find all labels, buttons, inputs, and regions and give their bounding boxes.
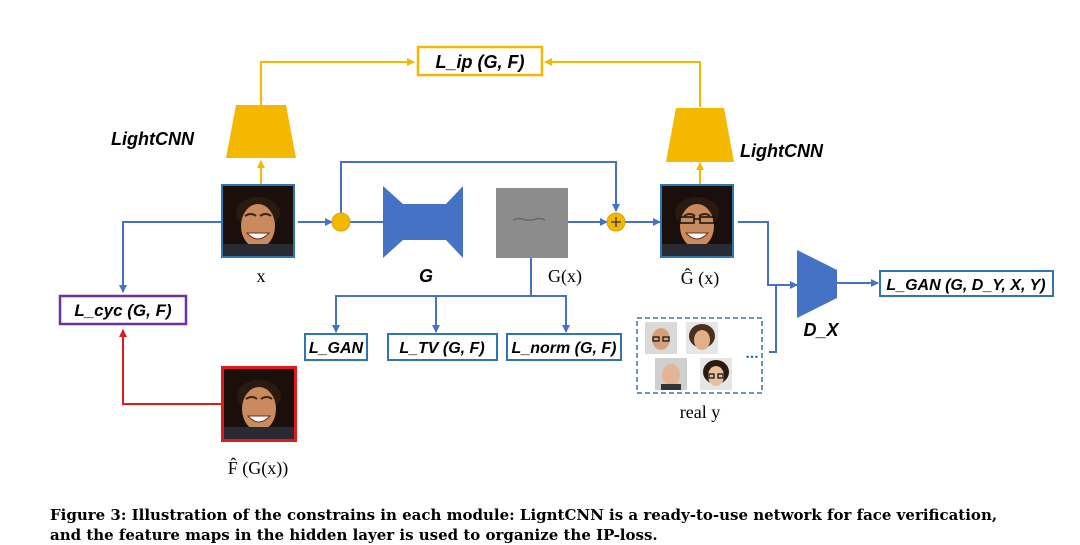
cycle-loss-box: L_cyc (G, F) — [58, 294, 188, 326]
norm-loss-box: L_norm (G, F) — [506, 333, 622, 361]
input-face-image — [221, 184, 295, 258]
ip-loss-label: L_ip (G, F) — [436, 52, 525, 72]
real-face-1 — [645, 322, 677, 354]
output-face-image — [660, 184, 734, 258]
generator-shape — [383, 186, 463, 258]
gan-loss-main-label: L_GAN (G, D_Y, X, Y) — [886, 277, 1045, 294]
lightcnn-left-label: LightCNN — [111, 129, 195, 149]
caption-line-2: and the feature maps in the hidden layer… — [50, 526, 658, 544]
lightcnn-right-shape — [666, 108, 734, 162]
real-face-2 — [686, 322, 718, 354]
real-face-4 — [700, 358, 732, 390]
cycle-connector — [119, 329, 222, 405]
discriminator-label: D_X — [803, 320, 839, 340]
merge-node-circle — [331, 212, 351, 232]
tv-loss-box: L_TV (G, F) — [387, 333, 498, 361]
ghat-label: Ĝ (x) — [681, 267, 720, 289]
lightcnn-left-shape — [226, 105, 296, 158]
caption-line-1: Figure 3: Illustration of the constrains… — [50, 506, 998, 524]
residual-image — [496, 188, 568, 258]
real-samples-label: real y — [680, 402, 720, 422]
reconstructed-face-image — [221, 366, 297, 442]
real-face-3 — [655, 358, 687, 390]
gan-loss-main-box: L_GAN (G, D_Y, X, Y) — [879, 270, 1054, 297]
add-node — [606, 212, 626, 232]
input-label: x — [257, 266, 266, 286]
discriminator-shape — [797, 250, 837, 318]
more-samples-dots: ... — [745, 345, 758, 362]
gx-label: G(x) — [548, 266, 582, 287]
generator-label: G — [419, 266, 433, 286]
real-samples-box: ... — [636, 317, 763, 394]
ip-loss-box: L_ip (G, F) — [416, 45, 544, 77]
cycle-loss-label: L_cyc (G, F) — [74, 301, 172, 320]
gan-loss-sub-box: L_GAN — [304, 333, 368, 361]
figure-caption: Figure 3: Illustration of the constrains… — [50, 505, 1075, 545]
lightcnn-right-label: LightCNN — [740, 141, 824, 161]
reconstructed-label: F̂ (G(x)) — [228, 458, 289, 479]
ip-loss-connectors — [257, 58, 704, 185]
tv-loss-label: L_TV (G, F) — [399, 340, 484, 357]
main-flow-connectors — [119, 161, 879, 353]
norm-loss-label: L_norm (G, F) — [512, 340, 617, 357]
gan-loss-sub-label: L_GAN — [309, 340, 364, 357]
